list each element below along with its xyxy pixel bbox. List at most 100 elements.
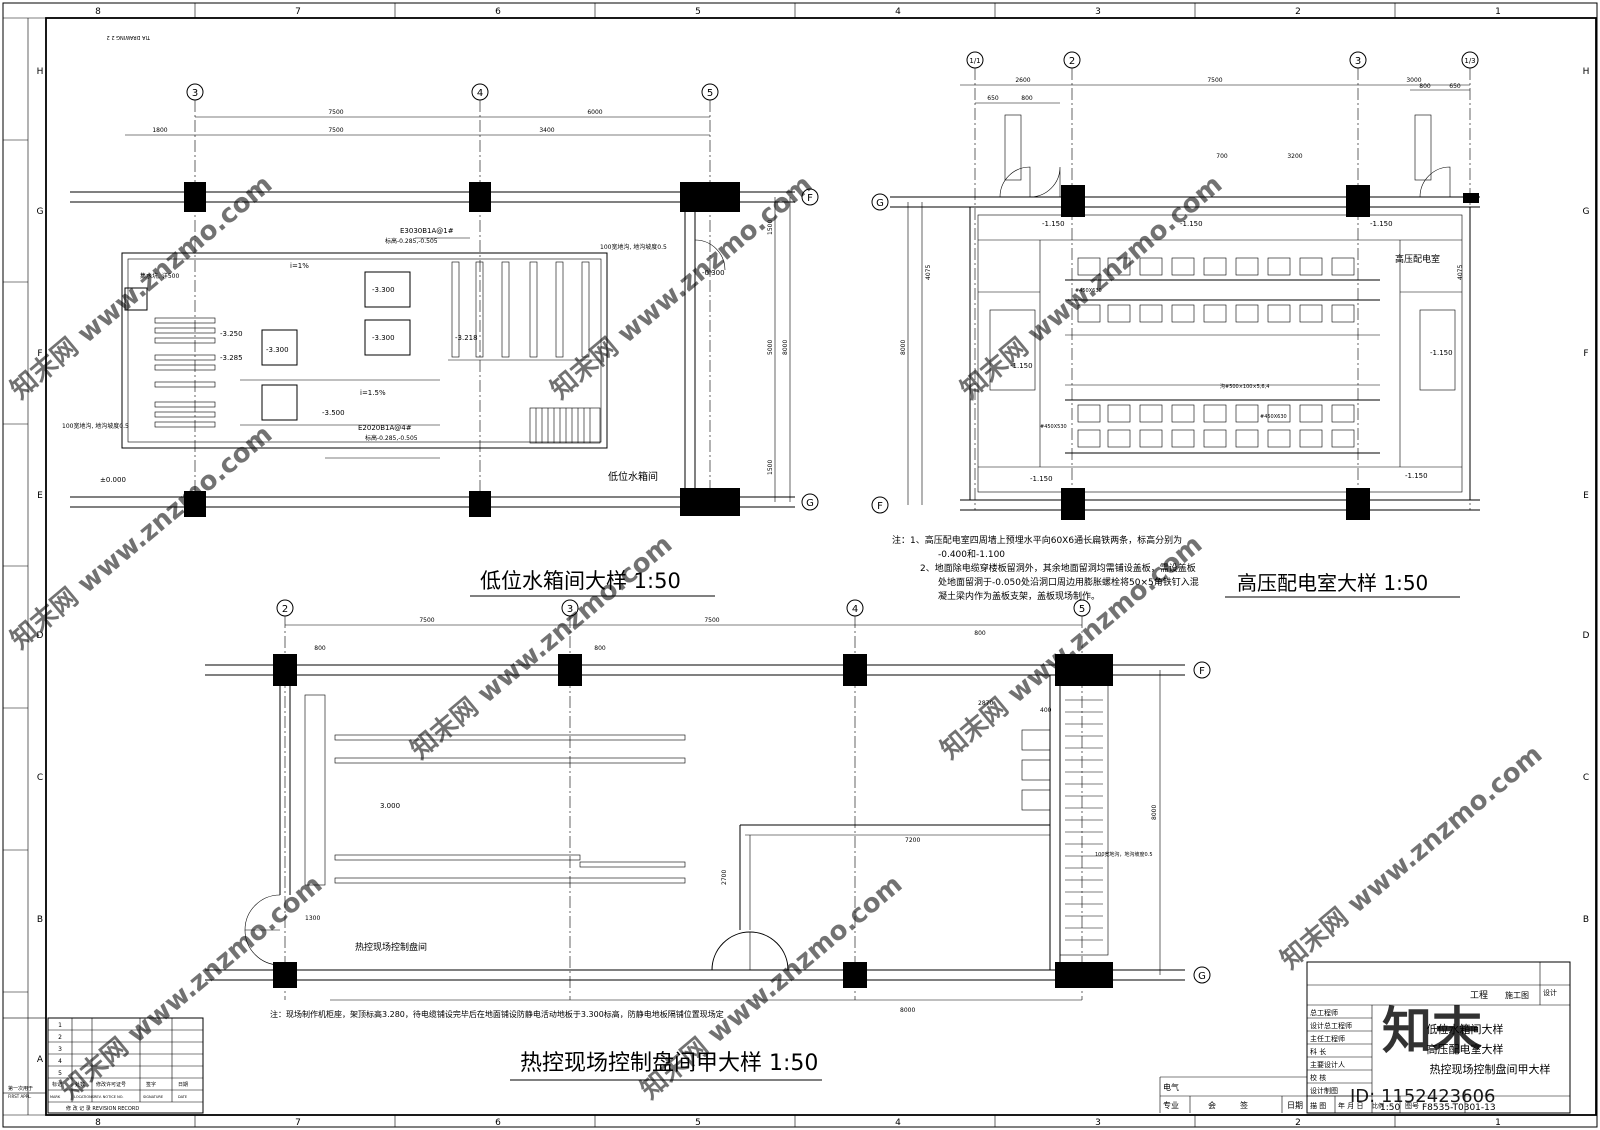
watermark-5: 知末网 www.znzmo.com <box>405 529 678 765</box>
ruler-side-G: G <box>37 207 44 217</box>
ruler-right-C: C <box>1583 773 1589 783</box>
tb-role-3: 主任工程师 <box>1310 1034 1345 1043</box>
label-3285: -3.285 <box>220 354 243 362</box>
label-3300-b: -3.300 <box>372 334 395 342</box>
label-elev-4: -1.150 <box>1010 362 1033 370</box>
rev-first-mark-en: FIRST APPL. <box>8 1094 32 1099</box>
tb-scale-label: 比例 <box>1372 1102 1384 1110</box>
rev-hdr-notice: 修改许可证号 <box>96 1081 126 1088</box>
dim-3000: 3000 <box>1406 77 1421 84</box>
dim-2870: 2870 <box>978 700 993 707</box>
tb-date-label: 年 月 日 <box>1338 1101 1363 1110</box>
label-000: ±0.000 <box>100 476 126 484</box>
tb-figno: F8535-T0301-13 <box>1422 1103 1496 1113</box>
rev-hdr-mark: 标记 <box>52 1081 62 1088</box>
axis-bubble-3: 3 <box>1355 56 1361 67</box>
title-plan2: 高压配电室大样 1:50 <box>1237 571 1428 595</box>
dim-3200: 3200 <box>1287 153 1302 160</box>
label-slope-1: i=1% <box>290 262 309 270</box>
room-hv-switchgear: 高压配电室 <box>1395 253 1440 265</box>
tb-role-5: 主要设计人 <box>1310 1060 1345 1069</box>
dim-4075-l: 4075 <box>925 265 932 280</box>
label-hole-2: #450X630 <box>1260 414 1287 420</box>
dim-7500-b: 7500 <box>704 617 719 624</box>
tb-sign-col-4: 日期 <box>1287 1101 1303 1110</box>
rev-row-2: 2 <box>58 1034 62 1041</box>
rev-first-mark: 第一次用于 <box>8 1085 33 1092</box>
axis-bubble-4: 4 <box>852 604 858 615</box>
ruler-right-H: H <box>1583 67 1590 77</box>
ruler-top-2: 2 <box>1295 7 1301 17</box>
dim-3400: 3400 <box>539 127 554 134</box>
dim-7500b: 7500 <box>328 127 343 134</box>
axis-bubble-3: 3 <box>192 88 198 99</box>
tb-role-7: 设计制图 <box>1310 1086 1338 1095</box>
tb-role-6: 校 核 <box>1310 1073 1326 1082</box>
label-3250: -3.250 <box>220 330 243 338</box>
ruler-top-4: 4 <box>895 7 901 17</box>
label-ditch-top: 100宽地沟, 地沟坡度0.5 <box>600 243 667 251</box>
dim-6000: 6000 <box>587 109 602 116</box>
dim-800-l: 800 <box>1021 95 1033 102</box>
label-3500: -3.500 <box>322 409 345 417</box>
label-ditch: 100宽地沟，地沟坡度0.5 <box>1095 851 1153 858</box>
label-E2020: E2020B1A@4# <box>358 424 412 432</box>
label-elev-3: -1.150 <box>1370 220 1393 228</box>
ruler-right-B: B <box>1583 915 1589 925</box>
axis-bubble-F: F <box>877 501 883 512</box>
rev-row-3: 3 <box>58 1046 62 1053</box>
ruler-top-5: 5 <box>695 7 701 17</box>
tb-project-label: 工程 <box>1470 990 1488 1001</box>
tb-role-8: 描 图 <box>1310 1101 1326 1110</box>
axis-bubble-2: 2 <box>1069 56 1075 67</box>
dim-400: 400 <box>1040 707 1052 714</box>
watermark-layer: 知末网 www.znzmo.com 知末网 www.znzmo.com 知末网 … <box>5 169 1548 1107</box>
note-line-3: 2、地面除电缆穿楼板留洞外，其余地面留洞均需铺设盖板，需设盖板 <box>920 562 1196 574</box>
rev-hdr-sign: 签字 <box>146 1081 156 1088</box>
ruler-bottom-1: 1 <box>1495 1118 1501 1128</box>
dim-7200: 7200 <box>905 837 920 844</box>
axis-bubble-1-1: 1/1 <box>969 57 980 65</box>
label-elev-b: 标高-0.285,-0.505 <box>365 434 418 442</box>
dim-5000: 5000 <box>767 340 774 355</box>
rev-footer: 修 改 记 录 REVISION RECORD <box>66 1105 139 1112</box>
dim-1500-top: 1500 <box>767 220 774 235</box>
axis-bubble-G: G <box>806 498 814 509</box>
ruler-right-D: D <box>1583 631 1590 641</box>
tb-sign-col-1: 专业 <box>1163 1100 1179 1110</box>
tb-code-label: 设计 <box>1543 988 1557 997</box>
axis-bubble-4: 4 <box>477 88 483 99</box>
tb-drawing-name-2: 高压配电室大样 <box>1427 1042 1504 1056</box>
rev-hdr-date-en: DATE <box>178 1095 187 1099</box>
axis-bubble-G: G <box>876 198 884 209</box>
ruler-bottom-5: 5 <box>695 1118 701 1128</box>
title-plan3: 热控现场控制盘间甲大样 1:50 <box>520 1051 818 1076</box>
room-thermal-control: 热控现场控制盘间 <box>355 941 427 953</box>
label-trench: 沟#500×100×5,6,4 <box>1220 383 1269 390</box>
ruler-side-A: A <box>37 1055 44 1065</box>
title-block: 工程 施工图 设计 总工程师 设计总工程师 主任工程师 科 长 主要设计人 校 … <box>1159 961 1571 1114</box>
ruler-side-E: E <box>37 491 43 501</box>
label-elev-5: -1.150 <box>1430 349 1453 357</box>
ruler-top-7: 7 <box>295 7 301 17</box>
ruler-right-F: F <box>1583 349 1588 359</box>
label-3300-a: -3.300 <box>372 286 395 294</box>
label-ditch-left: 100宽地沟, 地沟坡度0.5 <box>62 422 129 430</box>
ruler-top-8: 8 <box>95 7 101 17</box>
dim-700: 700 <box>1216 153 1228 160</box>
label-elev-3000: 3.000 <box>380 802 400 810</box>
label-elev-7: -1.150 <box>1405 472 1428 480</box>
corner-mark: TIA DRAWING 2 2 <box>107 34 151 40</box>
ruler-top-3: 3 <box>1095 7 1101 17</box>
plan-thermal-control-room: 2 3 4 5 F G 7500 7500 800 800 800 <box>205 599 1211 1081</box>
dim-1800: 1800 <box>152 127 167 134</box>
ruler-bottom-7: 7 <box>295 1118 301 1128</box>
label-elev-a: 标高-0.285,-0.505 <box>385 237 438 245</box>
dim-8000-l: 8000 <box>900 340 907 355</box>
rev-row-1: 1 <box>58 1022 62 1029</box>
dim-8000-bottom: 8000 <box>900 1007 915 1014</box>
axis-bubble-1-3: 1/3 <box>1464 57 1475 65</box>
dim-7500: 7500 <box>328 109 343 116</box>
label-elev-2: -1.150 <box>1180 220 1203 228</box>
